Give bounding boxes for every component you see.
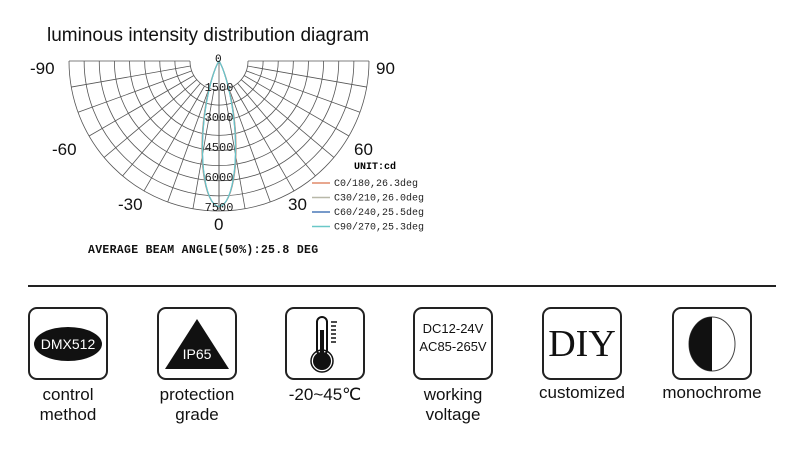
grid-spoke — [237, 82, 316, 177]
unit-label: UNIT:cd — [354, 161, 396, 173]
thermometer-icon — [285, 307, 365, 380]
half-circle-icon — [672, 307, 752, 380]
intensity-tick: 4500 — [205, 141, 234, 155]
angle-label-neg90: -90 — [30, 59, 55, 78]
grid-spoke — [71, 65, 191, 88]
feature-label: protection — [159, 385, 235, 404]
polar-grid — [68, 60, 370, 212]
feature-label: method — [39, 405, 97, 424]
polar-diagram: -90 90 -60 60 -30 30 0 0 1500 3000 4500 … — [30, 54, 424, 234]
grid-spoke — [247, 65, 367, 88]
legend-label: C90/270,25.3deg — [334, 222, 424, 234]
angle-label-60: 60 — [354, 140, 373, 159]
grid-spoke — [77, 70, 192, 113]
grid-spoke — [103, 79, 198, 158]
dmx512-badge: DMX512 — [34, 326, 102, 361]
diy-text: DIY — [548, 322, 616, 365]
voltage-dc: DC12-24V — [422, 320, 484, 336]
beam-curve — [201, 60, 237, 208]
feature-customized: DIY customized — [539, 307, 625, 402]
feature-label: monochrome — [662, 383, 762, 402]
grid-spoke — [223, 89, 246, 209]
angle-label-bottom0: 0 — [214, 215, 223, 234]
legend-label: C60/240,25.5deg — [334, 207, 424, 219]
legend: C0/180,26.3degC30/210,26.0degC60/240,25.… — [312, 178, 424, 234]
grid-spoke — [192, 89, 215, 209]
feature-temperature: -20~45℃ — [285, 307, 365, 404]
divider — [28, 285, 776, 287]
intensity-tick: 6000 — [205, 171, 234, 185]
legend-label: C0/180,26.3deg — [334, 178, 418, 190]
grid-spoke — [143, 85, 205, 192]
feature-label: control — [42, 385, 94, 404]
intensity-tick: 1500 — [205, 81, 234, 95]
voltage-icon: DC12-24V AC85-265V — [413, 307, 493, 380]
angle-label-neg30: -30 — [118, 195, 143, 214]
ip65-text: IP65 — [182, 345, 212, 362]
diagram-title: luminous intensity distribution diagram — [47, 25, 370, 46]
angle-label-90: 90 — [376, 59, 395, 78]
grid-spoke — [243, 75, 350, 137]
diy-icon: DIY — [542, 307, 622, 380]
angle-label-top0: 0 — [215, 54, 222, 66]
legend-label: C30/210,26.0deg — [334, 193, 424, 205]
angle-label-30: 30 — [288, 195, 307, 214]
voltage-ac: AC85-265V — [419, 338, 487, 354]
feature-monochrome: monochrome — [662, 307, 762, 402]
grid-spoke — [240, 79, 335, 158]
grid-spoke — [88, 75, 195, 137]
feature-label: -20~45℃ — [288, 385, 362, 404]
grid-spoke — [228, 88, 271, 203]
beam-curves — [201, 60, 237, 208]
grid-spoke — [122, 82, 201, 177]
feature-label: voltage — [425, 405, 481, 424]
intensity-tick: 3000 — [205, 111, 234, 125]
average-beam-angle: AVERAGE BEAM ANGLE(50%):25.8 DEG — [88, 244, 319, 257]
dmx512-icon: DMX512 — [28, 307, 108, 380]
ip65-icon: IP65 — [157, 307, 237, 380]
angle-label-neg60: -60 — [52, 140, 77, 159]
feature-label: working — [423, 385, 483, 404]
grid-spoke — [167, 88, 210, 203]
feature-label: grade — [175, 405, 219, 424]
intensity-tick: 7500 — [205, 201, 234, 215]
feature-label: customized — [539, 383, 625, 402]
grid-spoke — [246, 70, 361, 113]
grid-spoke — [233, 85, 295, 192]
